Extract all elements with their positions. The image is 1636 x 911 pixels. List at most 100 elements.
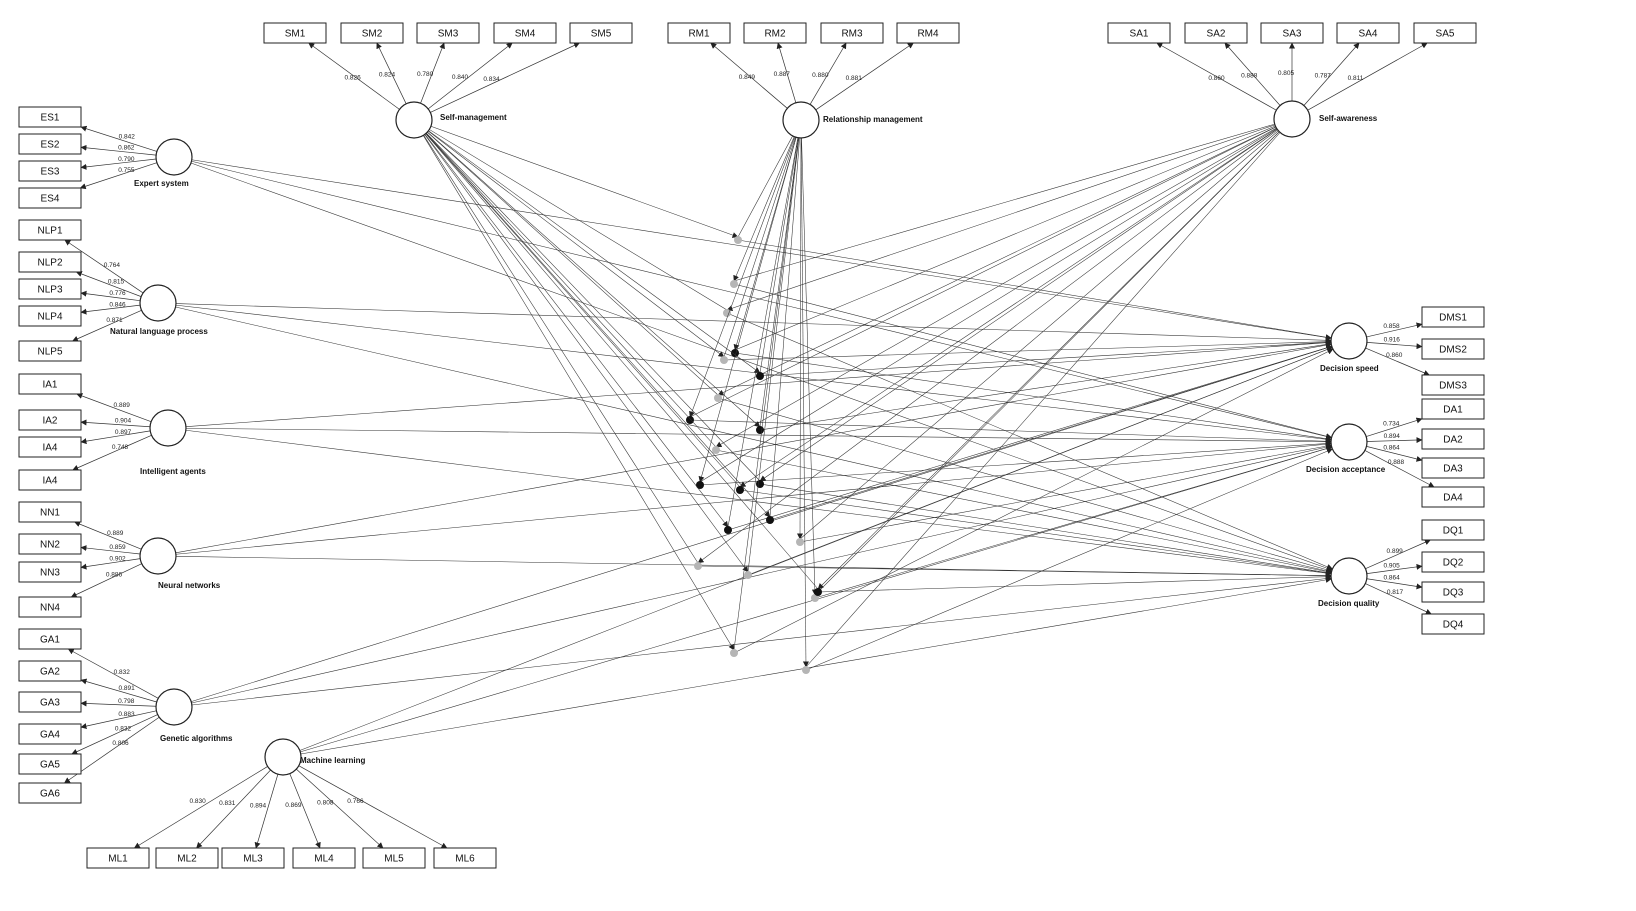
indicator-label: NN2 xyxy=(40,540,60,551)
indicator-label: ES1 xyxy=(41,113,60,124)
loading-value: 0.842 xyxy=(119,133,136,140)
indicator-ga-1: GA1 xyxy=(18,628,82,650)
indicator-label: NN3 xyxy=(40,568,60,579)
loading-arrow xyxy=(80,419,151,428)
indicator-ia-4: IA4 xyxy=(18,469,82,491)
interaction-path xyxy=(733,348,1334,654)
loading-value: 0.734 xyxy=(1383,421,1400,428)
latent-label: Natural language process xyxy=(110,327,208,336)
indicator-dms-3: DMS3 xyxy=(1421,374,1485,396)
indicator-label: ML5 xyxy=(384,854,404,865)
interaction-path xyxy=(699,440,1332,486)
moderator-link xyxy=(425,133,819,590)
loading-value: 0.817 xyxy=(1387,589,1404,596)
loading-arrow xyxy=(1366,437,1423,444)
loading-arrow xyxy=(1307,42,1428,111)
loading-arrow xyxy=(308,42,400,110)
interaction-node xyxy=(686,416,694,424)
indicator-label: DQ1 xyxy=(1443,526,1464,537)
loading-arrow xyxy=(376,42,407,104)
interaction-path xyxy=(727,344,1333,531)
indicator-label: GA1 xyxy=(40,635,60,646)
loading-value: 0.805 xyxy=(1278,70,1295,77)
interaction-node xyxy=(731,349,739,357)
interaction-node xyxy=(723,309,731,317)
indicator-label: NN4 xyxy=(40,603,60,614)
indicator-dq-4: DQ4 xyxy=(1421,613,1485,635)
interaction-node xyxy=(756,426,764,434)
indicator-ia-3: IA4 xyxy=(18,436,82,458)
loading-arrow xyxy=(80,700,157,707)
loading-arrow xyxy=(64,239,144,294)
moderator-link xyxy=(733,137,797,351)
loading-arrow xyxy=(710,42,788,109)
indicator-label: ML4 xyxy=(314,854,334,865)
indicator-label: IA2 xyxy=(42,416,57,427)
loading-arrow xyxy=(80,678,157,703)
loading-value: 0.834 xyxy=(483,76,500,83)
indicator-label: GA2 xyxy=(40,667,60,678)
loading-value: 0.832 xyxy=(115,725,132,732)
loading-value: 0.766 xyxy=(347,798,364,805)
loading-value: 0.894 xyxy=(1384,433,1401,440)
indicator-label: RM3 xyxy=(841,29,863,40)
interaction-path xyxy=(805,448,1333,671)
indicator-rm-2: RM2 xyxy=(743,22,807,44)
loading-arrow xyxy=(1366,446,1423,462)
indicator-dq-3: DQ3 xyxy=(1421,581,1485,603)
loading-arrow xyxy=(1366,322,1423,338)
indicator-es-1: ES1 xyxy=(18,106,82,128)
loading-value: 0.869 xyxy=(285,802,302,809)
latent-ga: Genetic algorithms xyxy=(155,688,233,743)
indicator-label: NLP5 xyxy=(37,347,62,358)
interaction-node xyxy=(714,394,722,402)
path-ga-dms xyxy=(191,345,1333,702)
indicator-ia-1: IA1 xyxy=(18,373,82,395)
loading-arrow xyxy=(1366,342,1423,350)
indicator-ga-2: GA2 xyxy=(18,660,82,682)
interaction-path xyxy=(715,449,1332,575)
moderator-link xyxy=(805,132,1281,668)
interaction-node xyxy=(802,666,810,674)
loading-arrow xyxy=(1366,417,1423,437)
loading-value: 0.755 xyxy=(118,167,135,174)
loading-value: 0.764 xyxy=(104,262,121,269)
interaction-node xyxy=(696,481,704,489)
loading-arrow xyxy=(70,563,142,598)
loading-value: 0.824 xyxy=(379,71,396,78)
interaction-node xyxy=(766,516,774,524)
indicator-sm-1: SM1 xyxy=(263,22,327,44)
indicator-nlp-3: NLP3 xyxy=(18,278,82,300)
indicator-dq-2: DQ2 xyxy=(1421,551,1485,573)
loading-arrow xyxy=(80,558,141,570)
moderator-link xyxy=(430,125,739,238)
interaction-node xyxy=(736,486,744,494)
loading-arrow xyxy=(74,521,142,550)
measurement-paths: 0.8420.8620.7900.7550.7640.8150.7760.846… xyxy=(64,42,1435,849)
indicator-label: DA1 xyxy=(1443,405,1463,416)
indicator-label: RM4 xyxy=(917,29,939,40)
latent-label: Decision speed xyxy=(1320,364,1379,373)
loading-value: 0.811 xyxy=(1348,75,1364,82)
indicator-ml-2: ML2 xyxy=(155,847,219,869)
loading-arrow xyxy=(80,290,141,302)
moderator-link xyxy=(423,135,699,564)
loading-arrow xyxy=(809,42,847,105)
loading-value: 0.916 xyxy=(1384,336,1401,343)
moderator-link xyxy=(759,128,1278,482)
latent-dq: Decision quality xyxy=(1318,557,1380,608)
indicator-ga-3: GA3 xyxy=(18,691,82,713)
indicator-ia-2: IA2 xyxy=(18,409,82,431)
loading-value: 0.808 xyxy=(317,800,334,807)
indicator-nlp-1: NLP1 xyxy=(18,219,82,241)
moderator-link xyxy=(428,130,725,358)
loading-value: 0.880 xyxy=(812,72,829,79)
moderator-link xyxy=(733,136,795,282)
loading-arrow xyxy=(72,309,142,342)
interaction-path xyxy=(717,397,1333,573)
loading-value: 0.881 xyxy=(846,75,863,82)
loading-arrow xyxy=(1156,42,1277,111)
loading-value: 0.790 xyxy=(118,156,135,163)
latent-label: Genetic algorithms xyxy=(160,734,233,743)
